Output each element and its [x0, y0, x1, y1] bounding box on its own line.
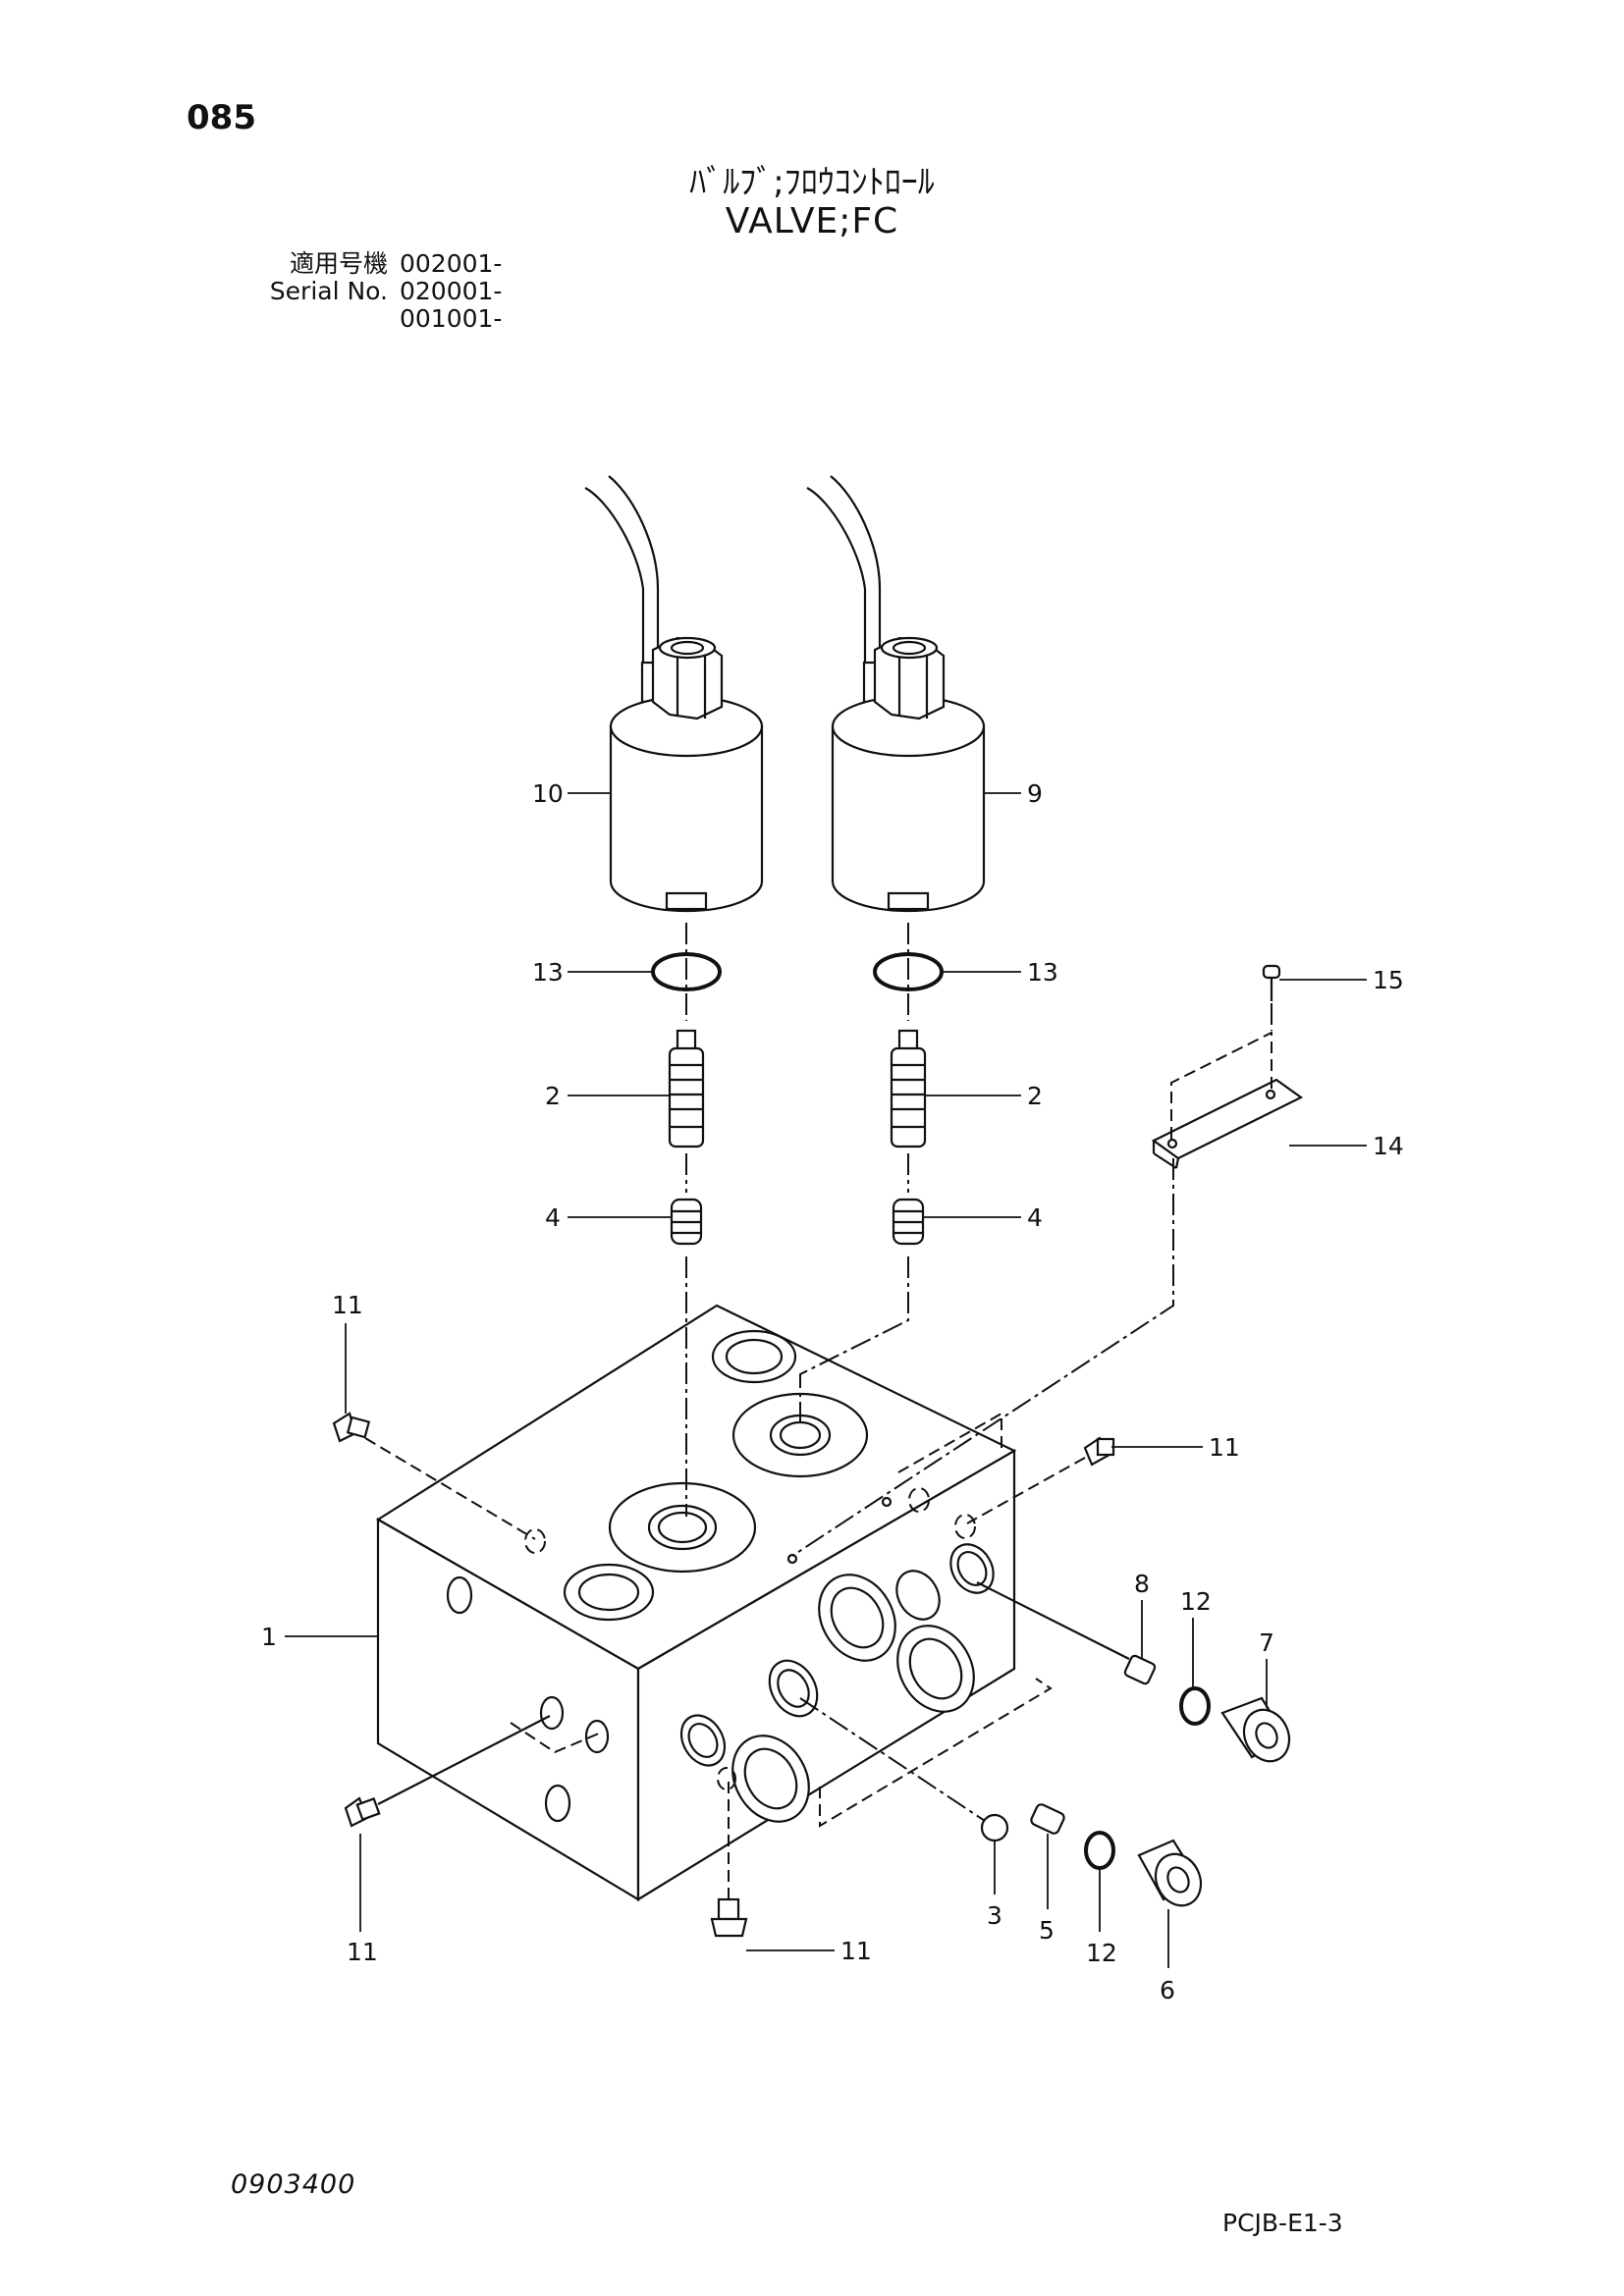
serial-value: 002001-: [400, 249, 503, 278]
solenoid-right: [806, 475, 986, 913]
callout-1: 1: [261, 1623, 277, 1651]
callout-5: 5: [1039, 1916, 1055, 1945]
serial-row: 適用号機 002001-: [177, 250, 502, 278]
callout-15: 15: [1373, 966, 1404, 994]
bolt-bottom-center: [710, 1897, 748, 1938]
serial-label: Serial No.: [269, 277, 388, 305]
plug-set-upper: [1123, 1654, 1291, 1763]
callout-labels: 10 9 13 13 2 2 4 4 15 14 11 11 1 11 11 3…: [261, 779, 1404, 2004]
spring-right: [892, 1198, 925, 1246]
callout-13: 13: [1027, 958, 1058, 987]
bolt-right: [1083, 1436, 1115, 1467]
callout-12: 12: [1180, 1587, 1212, 1616]
page-number: 085: [187, 98, 256, 137]
callout-4: 4: [1027, 1203, 1043, 1232]
callout-11: 11: [332, 1291, 363, 1319]
screw-small: [1262, 964, 1281, 1001]
spool-left: [668, 1029, 705, 1148]
callout-11: 11: [347, 1938, 378, 1966]
callout-14: 14: [1373, 1132, 1404, 1160]
leader-lines: [285, 792, 1367, 1968]
callout-9: 9: [1027, 779, 1043, 808]
callout-2: 2: [545, 1082, 561, 1110]
callout-10: 10: [532, 779, 564, 808]
callout-3: 3: [987, 1901, 1002, 1930]
callout-11: 11: [1209, 1433, 1240, 1462]
plate-bracket: [1151, 1031, 1304, 1169]
spool-right: [890, 1029, 927, 1148]
title-english: VALVE;FC: [725, 201, 899, 241]
bolt-top-left: [332, 1412, 371, 1443]
valve-body: [375, 1304, 1053, 1901]
callout-2: 2: [1027, 1082, 1043, 1110]
plug-set-lower: [980, 1803, 1203, 1907]
serial-value: 001001-: [400, 304, 503, 333]
spring-left: [670, 1198, 703, 1246]
bolt-bottom-left: [344, 1796, 381, 1828]
serial-block: 適用号機 002001- Serial No. 020001- 001001-: [177, 250, 503, 333]
callout-7: 7: [1259, 1629, 1274, 1657]
serial-row: 001001-: [177, 305, 502, 333]
title-japanese: ﾊﾞﾙﾌﾞ;ﾌﾛｳｺﾝﾄﾛｰﾙ: [689, 163, 935, 202]
serial-row: Serial No. 020001-: [177, 277, 503, 305]
serial-label: 適用号機: [289, 249, 388, 278]
document-code: 0903400: [231, 2169, 356, 2200]
solenoid-left: [584, 475, 764, 913]
callout-4: 4: [545, 1203, 561, 1232]
page-code: PCJB-E1-3: [1222, 2209, 1343, 2237]
callout-11: 11: [840, 1937, 872, 1965]
callout-6: 6: [1160, 1976, 1175, 2004]
callout-12: 12: [1086, 1939, 1117, 1967]
callout-8: 8: [1134, 1570, 1150, 1598]
serial-value: 020001-: [400, 277, 503, 305]
callout-13: 13: [532, 958, 564, 987]
